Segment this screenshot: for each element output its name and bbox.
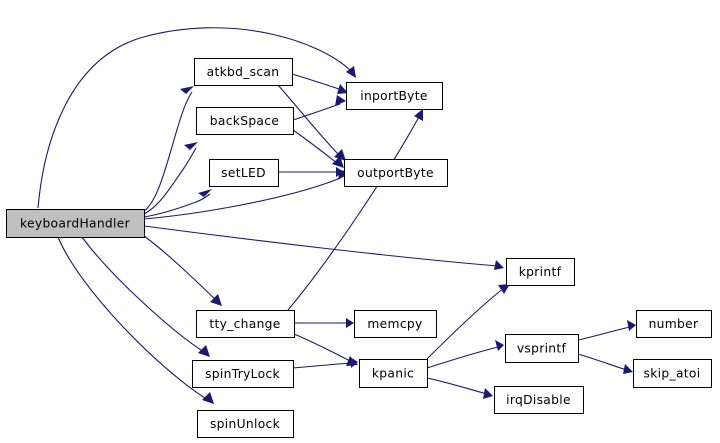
edge-backSpace-to-inportByte (292, 95, 346, 121)
arrowhead-icon (346, 66, 356, 78)
node-memcpy[interactable]: memcpy (354, 310, 437, 338)
node-outportByte[interactable]: outportByte (344, 159, 448, 187)
edge-setLED-to-outportByte (278, 167, 344, 177)
node-box[interactable] (196, 107, 294, 135)
node-box[interactable] (197, 410, 294, 438)
node-label: atkbd_scan (207, 65, 280, 79)
node-box[interactable] (354, 310, 437, 338)
edge-kpanic-to-kprintf (426, 284, 510, 360)
arrowhead-icon (336, 167, 344, 177)
edge-keyboardHandler-to-tty_change (143, 235, 222, 306)
node-setLED[interactable]: setLED (209, 159, 279, 187)
edge-atkbd_scan-to-inportByte (291, 73, 348, 94)
arrowhead-icon (198, 189, 212, 197)
arrowhead-icon (346, 318, 354, 328)
node-box[interactable] (633, 359, 712, 388)
edge-kpanic-to-vsprintf (426, 340, 504, 369)
node-label: inportByte (360, 89, 428, 103)
edge-tty_change-to-memcpy (294, 318, 354, 328)
arrowhead-icon (498, 284, 510, 294)
node-box[interactable] (196, 310, 295, 338)
node-spinTryLock[interactable]: spinTryLock (192, 360, 294, 388)
node-label: setLED (221, 166, 266, 180)
node-label: skip_atoi (644, 367, 701, 381)
node-box[interactable] (359, 359, 428, 388)
node-box[interactable] (494, 386, 584, 414)
node-label: outportByte (357, 166, 434, 180)
edge-keyboardHandler-to-kprintf (143, 225, 504, 270)
node-vsprintf[interactable]: vsprintf (505, 334, 579, 363)
node-label: irqDisable (506, 393, 571, 407)
arrowhead-icon (210, 294, 222, 306)
node-inportByte[interactable]: inportByte (346, 82, 443, 110)
edge-keyboardHandler-to-atkbd_scan (143, 86, 194, 212)
arrowhead-icon (623, 364, 633, 374)
edge-kpanic-to-irqDisable (426, 377, 493, 399)
arrowhead-icon (334, 149, 346, 161)
arrowhead-icon (627, 320, 636, 331)
arrowhead-icon (202, 392, 214, 404)
node-label: vsprintf (517, 342, 567, 356)
node-spinUnlock[interactable]: spinUnlock (197, 410, 294, 438)
edge-vsprintf-to-skip_atoi (577, 353, 633, 374)
node-box[interactable] (209, 159, 279, 187)
arrowhead-icon (332, 156, 344, 168)
node-box[interactable] (346, 82, 443, 110)
arrowhead-icon (350, 357, 358, 368)
arrowhead-icon (414, 109, 423, 121)
arrowhead-icon (335, 95, 346, 106)
edge-tty_change-to-inportByte (287, 109, 423, 311)
edge-keyboardHandler-to-backSpace (143, 142, 198, 215)
node-backSpace[interactable]: backSpace (196, 107, 294, 135)
node-layer: keyboardHandler atkbd_scan inportByte backS… (6, 58, 712, 438)
edge-vsprintf-to-number (577, 320, 636, 341)
node-box[interactable] (636, 310, 712, 338)
node-box[interactable] (505, 334, 579, 363)
node-label: spinTryLock (205, 367, 280, 381)
node-label: tty_change (209, 317, 280, 331)
arrowhead-icon (494, 260, 504, 270)
arrowhead-icon (198, 345, 210, 357)
node-label: spinUnlock (210, 417, 281, 431)
edge-spinTryLock-to-kpanic (292, 357, 358, 369)
node-label: kpanic (372, 367, 414, 381)
node-label: kprintf (519, 265, 562, 279)
node-tty_change[interactable]: tty_change (196, 310, 295, 338)
arrowhead-icon (337, 84, 348, 94)
node-box[interactable] (506, 258, 575, 286)
node-kprintf[interactable]: kprintf (506, 258, 575, 286)
edge-atkbd_scan-to-outportByte (277, 84, 346, 161)
node-label: number (649, 317, 699, 331)
arrowhead-icon (495, 340, 504, 351)
node-box[interactable] (194, 58, 293, 86)
edge-keyboardHandler-to-spinTryLock (81, 236, 210, 357)
node-keyboardHandler[interactable]: keyboardHandler (6, 209, 145, 238)
arrowhead-icon (184, 142, 198, 150)
node-box[interactable] (192, 360, 294, 388)
node-irqDisable[interactable]: irqDisable (494, 386, 584, 414)
node-label: backSpace (210, 114, 279, 128)
node-skip_atoi[interactable]: skip_atoi (633, 359, 712, 388)
node-label: memcpy (367, 317, 422, 331)
arrowhead-icon (483, 388, 493, 399)
edge-tty_change-to-kpanic (293, 333, 358, 366)
node-label: keyboardHandler (20, 217, 131, 231)
edge-keyboardHandler-to-inportByte (37, 27, 356, 209)
node-number[interactable]: number (636, 310, 712, 338)
edge-keyboardHandler-to-spinUnlock (57, 236, 214, 404)
edge-keyboardHandler-to-setLED (143, 189, 212, 218)
edge-layer (37, 27, 636, 404)
node-box[interactable] (6, 209, 145, 238)
arrowhead-icon (180, 86, 194, 94)
node-box[interactable] (344, 159, 448, 187)
edge-backSpace-to-outportByte (292, 129, 344, 168)
node-atkbd_scan[interactable]: atkbd_scan (194, 58, 293, 86)
node-kpanic[interactable]: kpanic (359, 359, 428, 388)
